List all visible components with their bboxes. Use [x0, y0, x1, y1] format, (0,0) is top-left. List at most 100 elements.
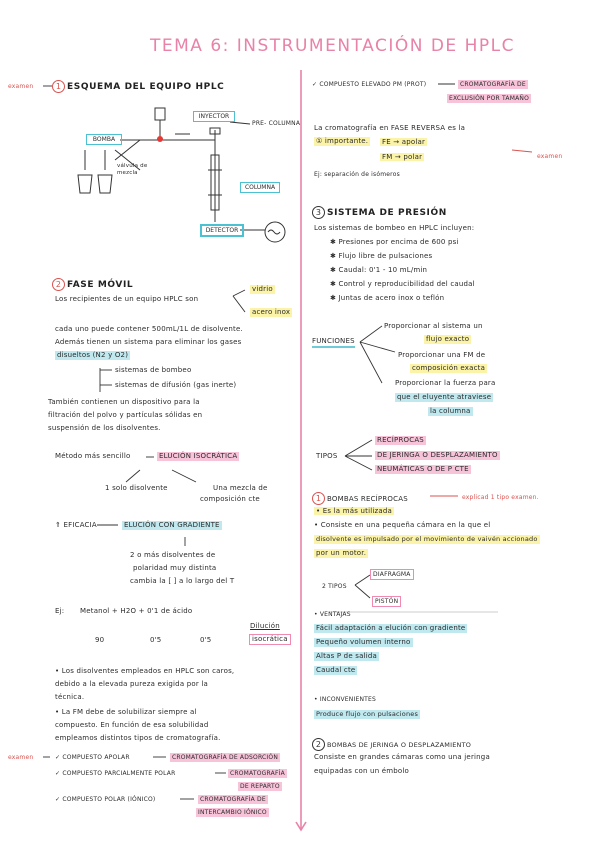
- apolar-compound: ✓ COMPUESTO APOLAR: [55, 754, 130, 761]
- fe-apolar: FE → apolar: [380, 138, 428, 147]
- text-filtration-2: filtración del polvo y partículas sólida…: [48, 411, 203, 419]
- function-1a: Proporcionar al sistema un: [384, 322, 483, 330]
- type-pneumatic: NEUMÁTICAS O DE P CTE: [375, 465, 471, 474]
- text-filtration-3: suspensión de los disolventes.: [48, 424, 161, 432]
- pumping-systems-intro: Los sistemas de bombeo en HPLC incluyen:: [314, 224, 475, 232]
- text-isocratic: isocrática: [249, 634, 291, 645]
- example-label: Ej:: [55, 607, 65, 615]
- reciprocating-1-text: • Es la más utilizada: [314, 507, 395, 515]
- reverse-phase-text: La cromatografía en FASE REVERSA es la: [314, 124, 465, 133]
- fm-polar: FM → polar: [380, 153, 425, 162]
- exclusion-chromatography: CROMATOGRAFÍA DE: [458, 80, 528, 89]
- text-pumping-systems: sistemas de bombeo: [115, 366, 192, 374]
- text-fm-2: compuesto. En función de esa solubilidad: [55, 721, 209, 729]
- function-3a-text: Proporcionar la fuerza para: [395, 379, 496, 387]
- injection-point: [157, 136, 163, 142]
- text-dilution: Dilución: [250, 622, 280, 630]
- fm-polar-label: FM → polar: [380, 153, 425, 161]
- isocratic-elution: ELUCIÓN ISOCRÁTICA: [157, 452, 240, 461]
- reciprocating-1: • Es la más utilizada: [314, 507, 395, 516]
- function-3a: Proporcionar la fuerza para: [395, 379, 496, 388]
- reciprocating-3: disolvente es impulsado por el movimient…: [314, 535, 540, 544]
- section-2-title: FASE MÓVIL: [67, 280, 134, 290]
- syringe-title: BOMBAS DE JERINGA O DESPLAZAMIENTO: [327, 741, 472, 749]
- bullet-pressure: ✱ Presiones por encima de 600 psi: [330, 238, 459, 246]
- types-label: TIPOS: [316, 452, 338, 460]
- text-solvents-1: • Los disolventes empleados en HPLC son …: [55, 667, 235, 675]
- text-recipients: Los recipientes de un equipo HPLC son: [55, 295, 199, 303]
- exam-mark-3: examen: [537, 153, 563, 160]
- explain-exam-note: explicad 1 tipo examen.: [462, 494, 539, 501]
- diagram-pump: BOMBA: [86, 134, 122, 145]
- diaphragm-box: DIAFRAGMA: [370, 569, 414, 580]
- advantage-2: Pequeño volumen interno: [314, 638, 413, 647]
- text-efficacy: ⇑ EFICACIA: [55, 521, 97, 529]
- section-3-title: SISTEMA DE PRESIÓN: [327, 208, 447, 218]
- diagram-column: COLUMNA: [240, 182, 280, 193]
- text-single-solvent: 1 solo disolvente: [105, 484, 168, 492]
- section-1-title: ESQUEMA DEL EQUIPO HPLC: [67, 82, 225, 92]
- diagram-injector: INYECTOR: [193, 111, 235, 122]
- partition-chromatography: CROMATOGRAFÍA: [228, 769, 287, 778]
- text-steel: acero inox: [250, 308, 293, 317]
- fe-apolar-label: FE → apolar: [380, 138, 428, 146]
- text-gradient-1: 2 o más disolventes de: [130, 551, 216, 559]
- functions-label: FUNCIONES: [312, 337, 355, 348]
- example-mixture: Metanol + H2O + 0'1 de ácido: [80, 607, 193, 615]
- ion-exchange-chromatography-2: INTERCAMBIO IÓNICO: [196, 808, 269, 817]
- most-important: ① importante.: [314, 137, 371, 146]
- text-fm-3: empleamos distintos tipos de cromatograf…: [55, 734, 221, 742]
- text-mixture-2: composición cte: [200, 495, 260, 503]
- text-solvents-3: técnica.: [55, 693, 85, 701]
- reciprocating-number: 1: [312, 492, 325, 505]
- text-diffusion-systems: sistemas de difusión (gas inerte): [115, 381, 237, 389]
- section-1-number: 1: [52, 80, 65, 93]
- hplc-diagram-lines: [77, 107, 286, 243]
- ratio-05-b: 0'5: [200, 636, 212, 644]
- syringe-2: equipadas con un émbolo: [314, 767, 410, 775]
- reciprocating-4: por un motor.: [314, 549, 369, 558]
- piston-box: PISTÓN: [372, 596, 402, 607]
- advantage-4: Caudal cte: [314, 666, 358, 675]
- divider-arrow: [295, 821, 307, 832]
- function-2a: Proporcionar una FM de: [398, 351, 486, 359]
- function-1b: flujo exacto: [424, 335, 472, 344]
- syringe-number: 2: [312, 738, 325, 751]
- section-3-number: 3: [312, 206, 325, 219]
- page-title: TEMA 6: INSTRUMENTACIÓN DE HPLC: [150, 36, 515, 56]
- two-types: 2 TIPOS: [322, 583, 347, 590]
- text-fm-1: • La FM debe de solubilizar siempre al: [55, 708, 197, 716]
- ratio-05-a: 0'5: [150, 636, 162, 644]
- exam-mark-2: examen: [8, 754, 34, 761]
- text-dissolved-gases: disueltos (N2 y O2): [55, 351, 131, 360]
- diagram-detector: DETECTOR: [200, 224, 244, 237]
- diagram-mixing-valve: válvula de mezcla: [117, 163, 148, 176]
- bullet-seals: ✱ Juntas de acero inox o teflón: [330, 294, 445, 302]
- text-solvents-2: debido a la elevada pureza exigida por l…: [55, 680, 208, 688]
- reciprocating-2: • Consiste en una pequeña cámara en la q…: [314, 521, 491, 529]
- bullet-flow-rate: ✱ Caudal: 0'1 - 10 mL/min: [330, 266, 428, 274]
- ratio-90: 90: [95, 636, 105, 644]
- advantage-3: Altas P de salida: [314, 652, 380, 661]
- gradient-elution: ELUCIÓN CON GRADIENTE: [122, 521, 222, 530]
- text-gradient-3: cambia la [ ] a lo largo del T: [130, 577, 235, 585]
- reciprocating-title: BOMBAS RECÍPROCAS: [327, 495, 408, 503]
- text-capacity: cada uno puede contener 500mL/1L de diso…: [55, 325, 243, 333]
- section-2-number: 2: [52, 278, 65, 291]
- type-reciprocating: RECÍPROCAS: [375, 436, 426, 445]
- text-simplest-method: Método más sencillo: [55, 452, 131, 460]
- bullet-control: ✱ Control y reproducibilidad del caudal: [330, 280, 475, 288]
- text-degas: Además tienen un sistema para eliminar l…: [55, 338, 242, 346]
- adsorption-chromatography: CROMATOGRAFÍA DE ADSORCIÓN: [170, 753, 281, 762]
- reverse-phase-line: La cromatografía en FASE REVERSA es la: [314, 124, 466, 132]
- disadvantages-label: • INCONVENIENTES: [314, 696, 377, 703]
- diagram-precolumn: PRE- COLUMNA: [252, 120, 301, 127]
- syringe-1: Consiste en grandes cámaras como una jer…: [314, 753, 490, 761]
- text-glass: vidrio: [250, 285, 275, 294]
- polar-compound: ✓ COMPUESTO POLAR (IÓNICO): [55, 796, 156, 803]
